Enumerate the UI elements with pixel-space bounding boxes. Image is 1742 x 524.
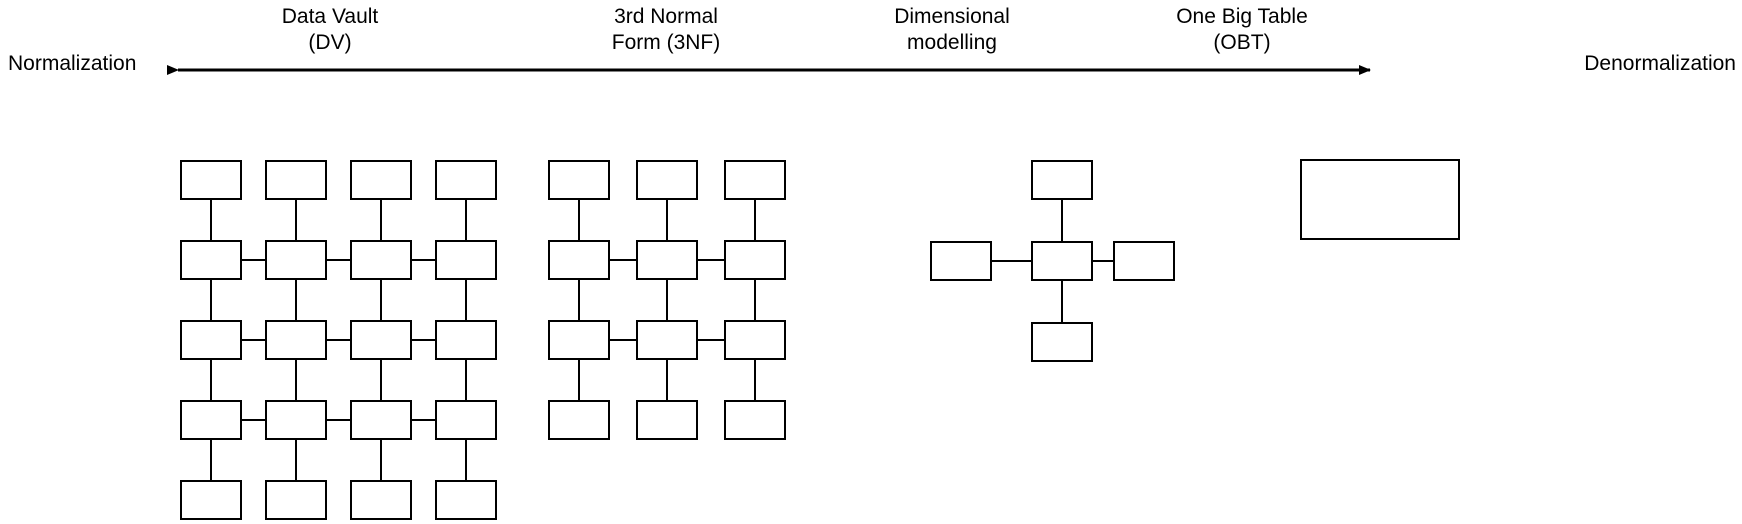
data-vault-cluster-node[interactable] (265, 480, 327, 520)
data-vault-cluster-node[interactable] (435, 160, 497, 200)
stage-label-dimensional-modelling: Dimensional modelling (894, 5, 1010, 54)
third-normal-form-cluster-node[interactable] (548, 320, 610, 360)
data-vault-cluster-connector-horizontal (327, 419, 350, 422)
data-vault-cluster-node[interactable] (180, 400, 242, 440)
axis-label-denormalization: Denormalization (1584, 52, 1736, 75)
data-vault-cluster-connector-vertical (295, 440, 298, 480)
one-big-table-cluster-node[interactable] (1300, 159, 1460, 240)
dimensional-modelling-cluster-connector-vertical (1061, 200, 1064, 241)
axis-label-normalization: Normalization (8, 52, 137, 75)
data-vault-cluster-connector-vertical (295, 280, 298, 320)
stage-label-one-big-table: One Big Table (OBT) (1176, 5, 1308, 54)
third-normal-form-cluster-node[interactable] (636, 160, 698, 200)
data-vault-cluster-node[interactable] (350, 240, 412, 280)
third-normal-form-cluster-connector-vertical (666, 200, 669, 240)
data-vault-cluster-node[interactable] (435, 240, 497, 280)
data-vault-cluster-connector-vertical (380, 200, 383, 240)
third-normal-form-cluster-node[interactable] (636, 240, 698, 280)
data-vault-cluster-node[interactable] (180, 320, 242, 360)
third-normal-form-cluster-node[interactable] (548, 240, 610, 280)
third-normal-form-cluster-node[interactable] (724, 400, 786, 440)
third-normal-form-cluster-node[interactable] (548, 160, 610, 200)
data-vault-cluster-node[interactable] (180, 240, 242, 280)
data-vault-cluster-node[interactable] (435, 480, 497, 520)
data-vault-cluster-connector-horizontal (242, 259, 265, 262)
third-normal-form-cluster-node[interactable] (636, 400, 698, 440)
data-vault-cluster-connector-horizontal (412, 339, 435, 342)
third-normal-form-cluster-connector-horizontal (698, 259, 724, 262)
data-vault-cluster-connector-vertical (380, 280, 383, 320)
third-normal-form-cluster-node[interactable] (636, 320, 698, 360)
dimensional-modelling-cluster-connector-horizontal (992, 260, 1031, 263)
third-normal-form-cluster-connector-vertical (754, 200, 757, 240)
third-normal-form-cluster-connector-horizontal (610, 339, 636, 342)
stage-label-third-normal-form: 3rd Normal Form (3NF) (611, 5, 721, 54)
third-normal-form-cluster-connector-vertical (754, 280, 757, 320)
data-vault-cluster-node[interactable] (265, 240, 327, 280)
dimensional-modelling-cluster-node[interactable] (930, 241, 992, 281)
data-vault-cluster-connector-vertical (210, 440, 213, 480)
dimensional-modelling-cluster-connector-vertical (1061, 281, 1064, 322)
dimensional-modelling-cluster-node[interactable] (1031, 160, 1093, 200)
data-vault-cluster-connector-horizontal (242, 419, 265, 422)
third-normal-form-cluster-connector-vertical (578, 200, 581, 240)
data-vault-cluster-connector-vertical (295, 200, 298, 240)
data-vault-cluster-connector-horizontal (327, 339, 350, 342)
data-vault-cluster-node[interactable] (435, 320, 497, 360)
data-vault-cluster-node[interactable] (350, 480, 412, 520)
data-vault-cluster-connector-vertical (465, 360, 468, 400)
data-vault-cluster-node[interactable] (180, 160, 242, 200)
data-vault-cluster-connector-vertical (380, 360, 383, 400)
data-vault-cluster-node[interactable] (265, 320, 327, 360)
data-vault-cluster-connector-horizontal (242, 339, 265, 342)
data-vault-cluster-connector-vertical (295, 360, 298, 400)
third-normal-form-cluster-connector-vertical (578, 360, 581, 400)
data-vault-cluster-node[interactable] (350, 160, 412, 200)
data-vault-cluster-connector-vertical (210, 200, 213, 240)
dimensional-modelling-cluster-connector-horizontal (1093, 260, 1113, 263)
data-vault-cluster-connector-vertical (465, 280, 468, 320)
third-normal-form-cluster-connector-vertical (666, 360, 669, 400)
data-vault-cluster-node[interactable] (265, 400, 327, 440)
third-normal-form-cluster-connector-horizontal (698, 339, 724, 342)
third-normal-form-cluster-connector-vertical (578, 280, 581, 320)
data-vault-cluster-connector-vertical (210, 360, 213, 400)
third-normal-form-cluster-node[interactable] (548, 400, 610, 440)
data-vault-cluster-connector-horizontal (412, 259, 435, 262)
data-vault-cluster-connector-vertical (465, 200, 468, 240)
dimensional-modelling-cluster-node[interactable] (1113, 241, 1175, 281)
data-vault-cluster-connector-vertical (380, 440, 383, 480)
dimensional-modelling-cluster-node[interactable] (1031, 241, 1093, 281)
data-vault-cluster-connector-horizontal (412, 419, 435, 422)
data-vault-cluster-connector-horizontal (327, 259, 350, 262)
data-vault-cluster-connector-vertical (210, 280, 213, 320)
data-vault-cluster-node[interactable] (265, 160, 327, 200)
third-normal-form-cluster-node[interactable] (724, 240, 786, 280)
stage-label-data-vault: Data Vault (DV) (281, 5, 379, 54)
third-normal-form-cluster-node[interactable] (724, 160, 786, 200)
third-normal-form-cluster-connector-vertical (666, 280, 669, 320)
data-vault-cluster-node[interactable] (435, 400, 497, 440)
third-normal-form-cluster-connector-horizontal (610, 259, 636, 262)
data-vault-cluster-node[interactable] (180, 480, 242, 520)
data-vault-cluster-node[interactable] (350, 400, 412, 440)
third-normal-form-cluster-node[interactable] (724, 320, 786, 360)
data-vault-cluster-connector-vertical (465, 440, 468, 480)
data-vault-cluster-node[interactable] (350, 320, 412, 360)
dimensional-modelling-cluster-node[interactable] (1031, 322, 1093, 362)
third-normal-form-cluster-connector-vertical (754, 360, 757, 400)
